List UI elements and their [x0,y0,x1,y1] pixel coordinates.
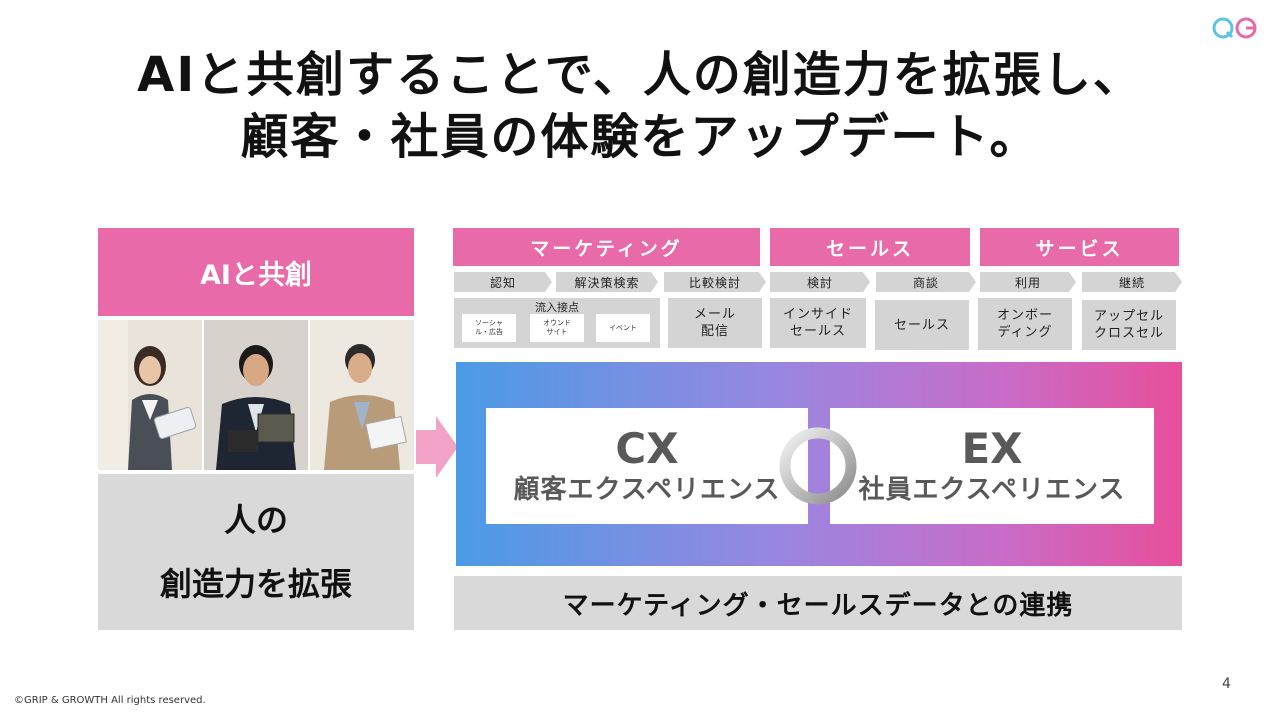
cell-onboarding: オンボー ディング [978,298,1072,350]
qg-logo [1212,17,1257,39]
copyright: ©GRIP & GROWTH All rights reserved. [14,695,206,706]
step-negotiation: 商談 [876,272,976,292]
cell-inside-sales: インサイド セールス [770,298,866,348]
cx-subtitle: 顧客エクスペリエンス [513,475,781,505]
cell-upsell-crosssell: アップセル クロスセル [1082,300,1176,350]
photo-man-smiling [310,320,414,470]
expand-line-2: 創造力を拡張 [159,565,352,603]
ai-cocreation-header: AIと共創 [98,228,414,316]
cell-sales: セールス [875,300,969,350]
cx-title: CX [615,424,679,473]
step-consideration: 検討 [770,272,870,292]
ex-subtitle: 社員エクスペリエンス [858,475,1126,505]
step-retention: 継続 [1082,272,1182,292]
cell-mail-delivery: メール 配信 [668,298,762,348]
cx-box: CX 顧客エクスペリエンス [486,408,808,524]
cycle-ring-icon [779,427,857,505]
data-integration-bar: マーケティング・セールスデータとの連携 [454,576,1182,630]
title-line-1: AIと共創することで、人の創造力を拡張し、 [137,47,1143,103]
chip-social-ads: ソーシャ ル・広告 [462,314,516,342]
title-line-2: 顧客・社員の体験をアップデート。 [240,109,1040,165]
step-comparison: 比較検討 [664,272,766,292]
right-arrow-icon [416,416,458,478]
ex-title: EX [961,424,1023,473]
stage-service: サービス [980,228,1179,266]
step-awareness: 認知 [454,272,552,292]
step-solution-search: 解決策検索 [556,272,658,292]
chip-event: イベント [596,314,650,342]
inflow-label: 流入接点 [535,301,579,314]
people-photos [98,320,414,470]
ex-box: EX 社員エクスペリエンス [830,408,1154,524]
stage-sales: セールス [770,228,970,266]
page-number: 4 [1222,676,1231,692]
chip-owned-site: オウンド サイト [530,314,584,342]
photo-woman [98,320,202,470]
stage-marketing: マーケティング [453,228,760,266]
photo-man-thinking [204,320,308,470]
step-usage: 利用 [980,272,1076,292]
expand-line-1: 人の [223,501,288,539]
expand-creativity-box: 人の 創造力を拡張 [98,474,414,630]
inflow-touchpoints: 流入接点 ソーシャ ル・広告 オウンド サイト イベント [454,298,660,348]
page-title: AIと共創することで、人の創造力を拡張し、 顧客・社員の体験をアップデート。 [0,44,1280,168]
